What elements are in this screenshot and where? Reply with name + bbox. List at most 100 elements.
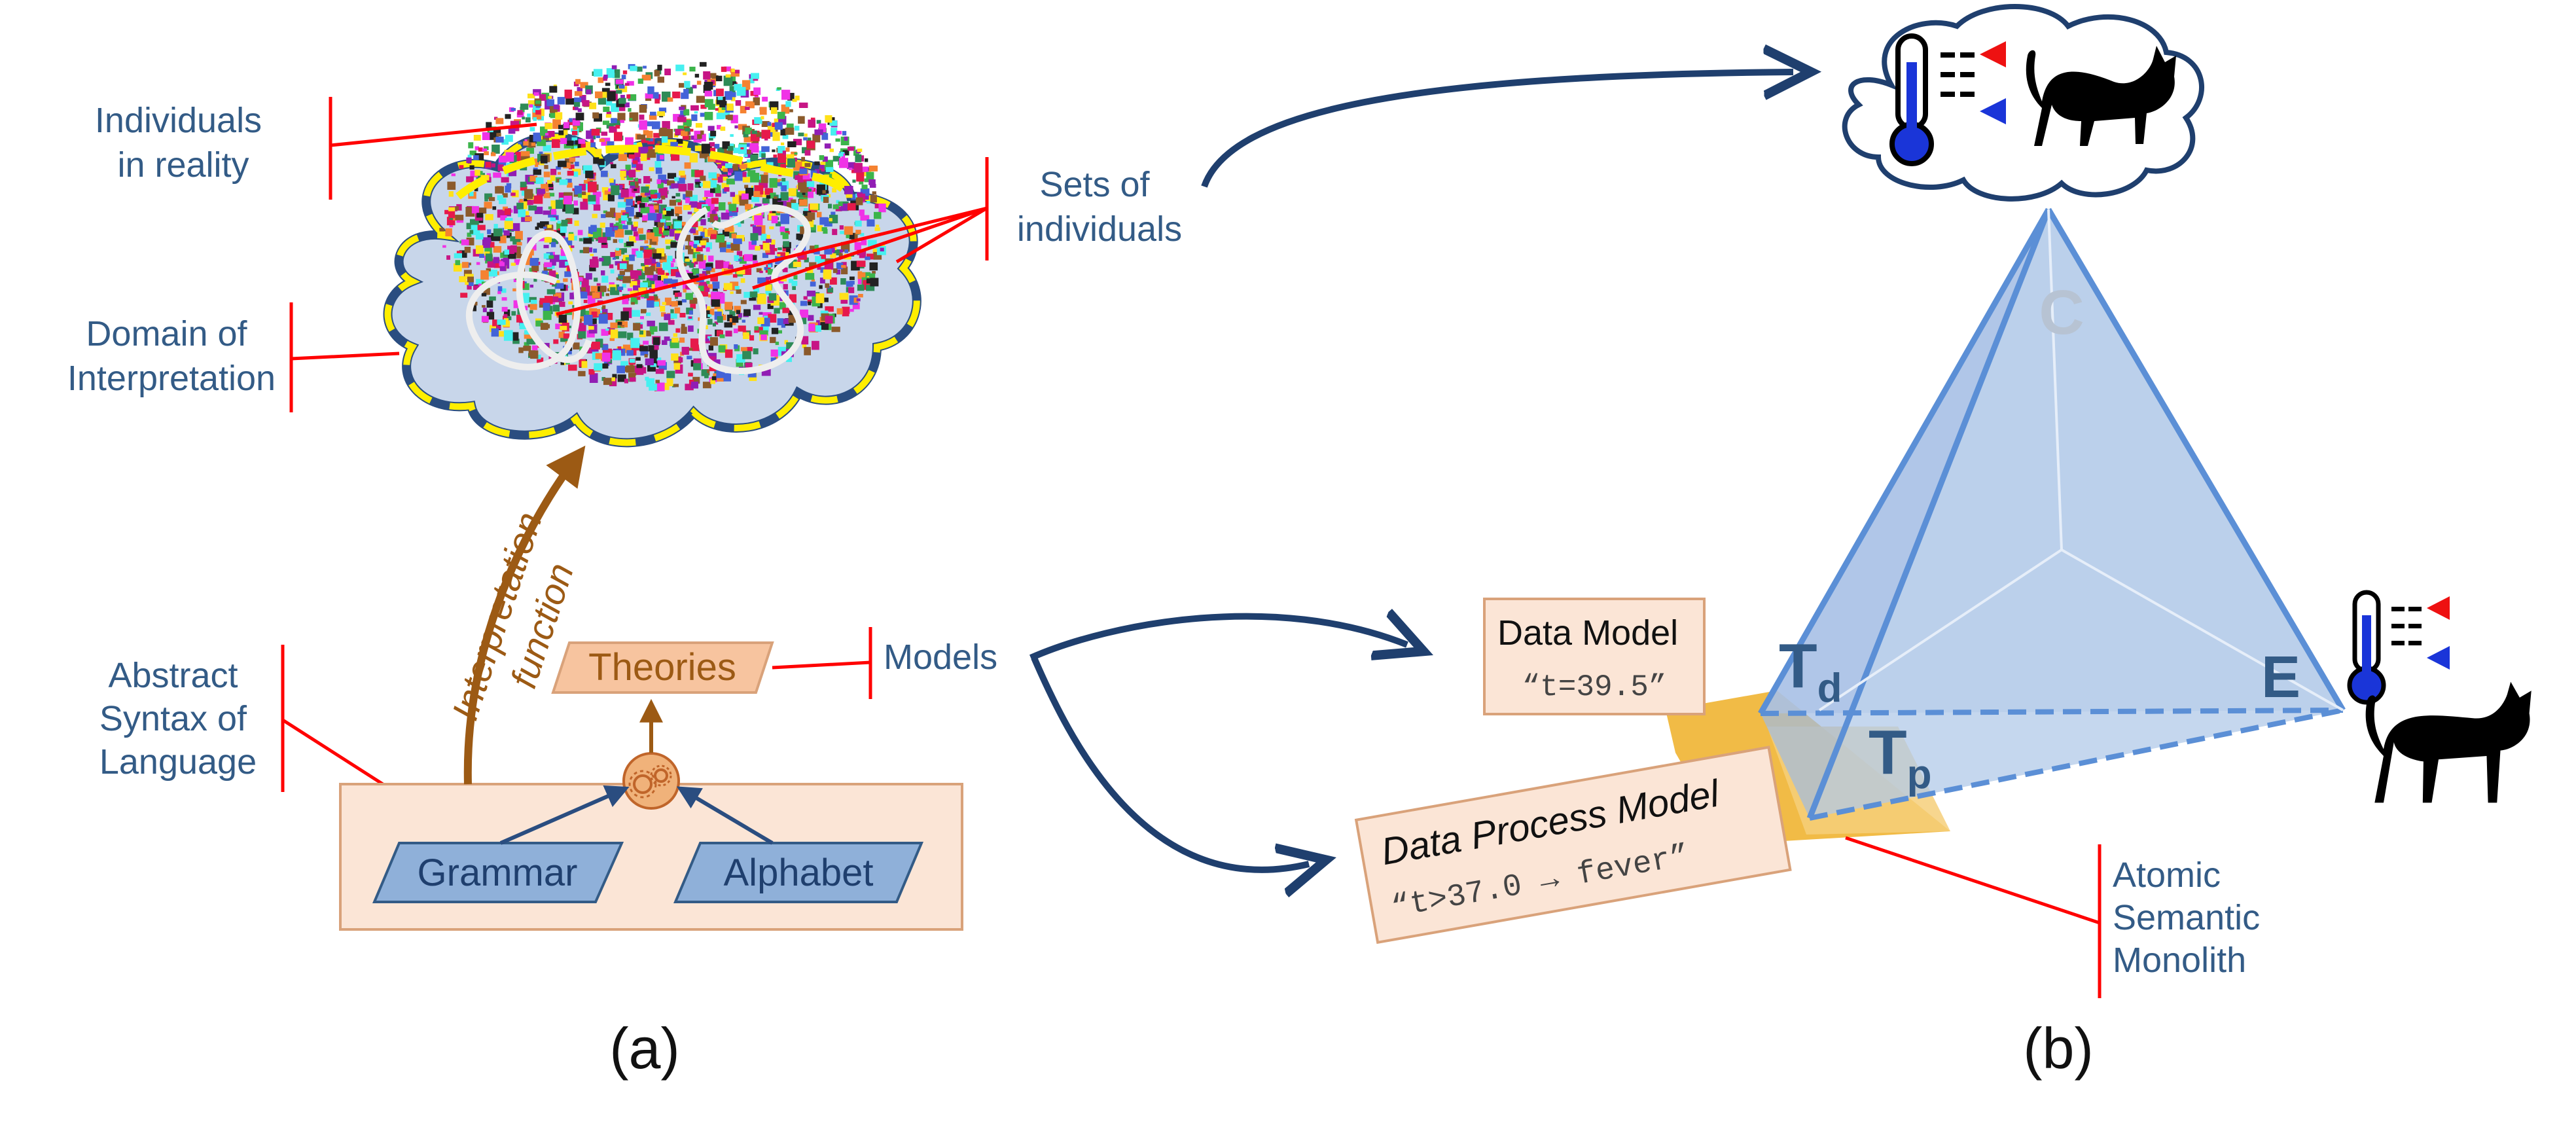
individual-dot bbox=[649, 115, 657, 120]
individual-dot bbox=[808, 191, 814, 198]
individual-dot bbox=[823, 229, 828, 234]
individual-dot bbox=[694, 145, 704, 151]
individual-dot bbox=[611, 164, 617, 169]
individual-dot bbox=[653, 337, 660, 346]
individual-dot bbox=[852, 302, 860, 310]
individual-dot bbox=[756, 132, 762, 137]
monolith-callout bbox=[1845, 836, 2102, 998]
individual-dot bbox=[605, 293, 609, 297]
individual-dot bbox=[726, 314, 733, 321]
individual-dot bbox=[810, 117, 815, 122]
individual-dot bbox=[601, 88, 610, 94]
individual-dot bbox=[710, 268, 715, 272]
individual-dot bbox=[646, 312, 651, 316]
individual-dot bbox=[493, 260, 501, 268]
individual-dot bbox=[867, 219, 875, 227]
individual-dot bbox=[788, 315, 796, 323]
individual-dot bbox=[502, 321, 510, 327]
individual-dot bbox=[584, 315, 593, 325]
individual-dot bbox=[832, 204, 839, 209]
individual-dot bbox=[878, 204, 886, 213]
individual-dot bbox=[473, 155, 479, 160]
individual-dot bbox=[700, 62, 707, 67]
individual-dot bbox=[626, 350, 634, 356]
individual-dot bbox=[511, 311, 516, 316]
individual-dot bbox=[544, 237, 552, 243]
individual-dot bbox=[523, 346, 531, 351]
individual-dot bbox=[573, 99, 581, 107]
panel-b-label: (b) bbox=[2023, 1016, 2094, 1081]
individual-dot bbox=[615, 79, 624, 84]
individual-dot bbox=[708, 294, 712, 298]
individual-dot bbox=[709, 213, 718, 223]
individual-dot bbox=[558, 171, 561, 175]
individual-dot bbox=[808, 323, 815, 332]
individual-dot bbox=[564, 237, 573, 245]
individual-dot bbox=[714, 359, 721, 365]
individual-dot bbox=[567, 325, 571, 329]
individual-dot bbox=[689, 66, 696, 72]
individual-dot bbox=[734, 285, 740, 290]
individual-dot bbox=[528, 350, 536, 357]
individual-dot bbox=[730, 134, 734, 137]
individual-dot bbox=[651, 358, 657, 365]
individual-dot bbox=[593, 157, 599, 164]
individual-dot bbox=[665, 239, 673, 244]
individual-dot bbox=[471, 206, 479, 214]
individual-dot bbox=[769, 192, 776, 199]
individual-dot bbox=[704, 82, 713, 90]
individual-dot bbox=[644, 354, 648, 358]
individual-dot bbox=[595, 149, 602, 155]
individual-dot bbox=[456, 218, 464, 223]
individual-dot bbox=[632, 310, 640, 317]
individual-dot bbox=[801, 336, 809, 345]
individual-dot bbox=[552, 283, 557, 287]
individual-dot bbox=[731, 69, 735, 72]
individual-dot bbox=[663, 230, 670, 236]
individual-dot bbox=[492, 151, 496, 155]
individual-dot bbox=[736, 359, 743, 367]
individual-dot bbox=[636, 251, 643, 258]
individual-dot bbox=[781, 318, 789, 324]
individual-dot bbox=[510, 245, 517, 253]
individual-dot bbox=[678, 210, 683, 214]
individual-dot bbox=[710, 274, 718, 281]
individual-dot bbox=[711, 198, 719, 204]
individual-dot bbox=[670, 269, 679, 276]
individual-dot bbox=[856, 298, 861, 302]
individual-dot bbox=[689, 128, 694, 132]
individual-dot bbox=[721, 212, 730, 220]
individual-dot bbox=[694, 184, 699, 188]
individual-dot bbox=[846, 234, 850, 238]
individual-dot bbox=[639, 120, 647, 130]
individual-dot bbox=[793, 139, 802, 145]
individual-dot bbox=[635, 270, 642, 276]
individual-dot bbox=[641, 309, 647, 314]
individual-dot bbox=[497, 164, 504, 171]
individual-dot bbox=[660, 179, 666, 184]
individual-dot bbox=[518, 347, 524, 353]
individual-dot bbox=[550, 168, 557, 175]
individual-dot bbox=[558, 331, 565, 338]
individual-dot bbox=[714, 321, 719, 325]
individual-dot bbox=[693, 363, 701, 370]
individual-dot bbox=[575, 162, 579, 166]
individual-dot bbox=[574, 91, 582, 96]
individual-dot bbox=[645, 376, 649, 381]
individual-dot bbox=[793, 275, 798, 279]
individual-dot bbox=[674, 293, 679, 297]
individual-dot bbox=[602, 363, 609, 369]
individual-dot bbox=[802, 173, 810, 180]
individual-dot bbox=[848, 287, 855, 293]
individual-dot bbox=[601, 329, 609, 336]
individual-dot bbox=[492, 163, 495, 168]
individual-dot bbox=[657, 360, 666, 366]
individual-dot bbox=[762, 243, 770, 251]
individual-dot bbox=[689, 297, 698, 304]
individual-dot bbox=[660, 306, 666, 312]
individual-dot bbox=[649, 138, 653, 141]
individual-dot bbox=[734, 171, 743, 181]
individual-dot bbox=[632, 160, 638, 164]
individual-dot bbox=[524, 189, 533, 199]
individual-dot bbox=[553, 339, 559, 344]
